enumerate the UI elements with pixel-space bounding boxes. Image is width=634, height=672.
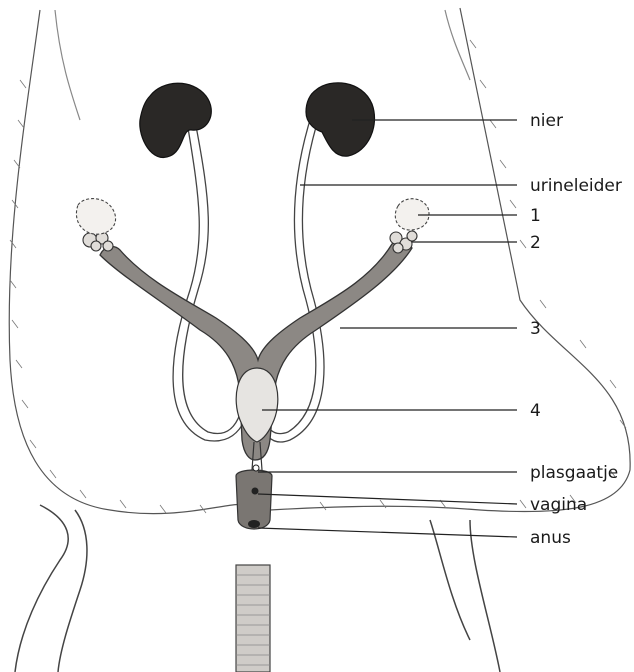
label-1: 1 [530, 206, 541, 226]
left-ovary [76, 199, 115, 235]
label-anus: anus [530, 528, 571, 548]
label-plasgaatje: plasgaatje [530, 463, 618, 483]
left-oviduct [83, 232, 113, 251]
left-kidney [140, 83, 211, 157]
vaginal-opening [252, 488, 259, 495]
body-outline [9, 8, 630, 514]
label-urineleider: urineleider [530, 176, 622, 196]
right-ovary [395, 199, 429, 230]
label-3: 3 [530, 319, 541, 339]
tail [236, 565, 270, 672]
leader-vagina [258, 494, 517, 504]
anal-opening [248, 520, 260, 528]
label-2: 2 [530, 233, 541, 253]
leader-anus [258, 528, 517, 537]
label-4: 4 [530, 401, 541, 421]
label-vagina: vagina [530, 495, 587, 515]
urethral-opening [253, 465, 259, 471]
label-nier: nier [530, 111, 563, 131]
